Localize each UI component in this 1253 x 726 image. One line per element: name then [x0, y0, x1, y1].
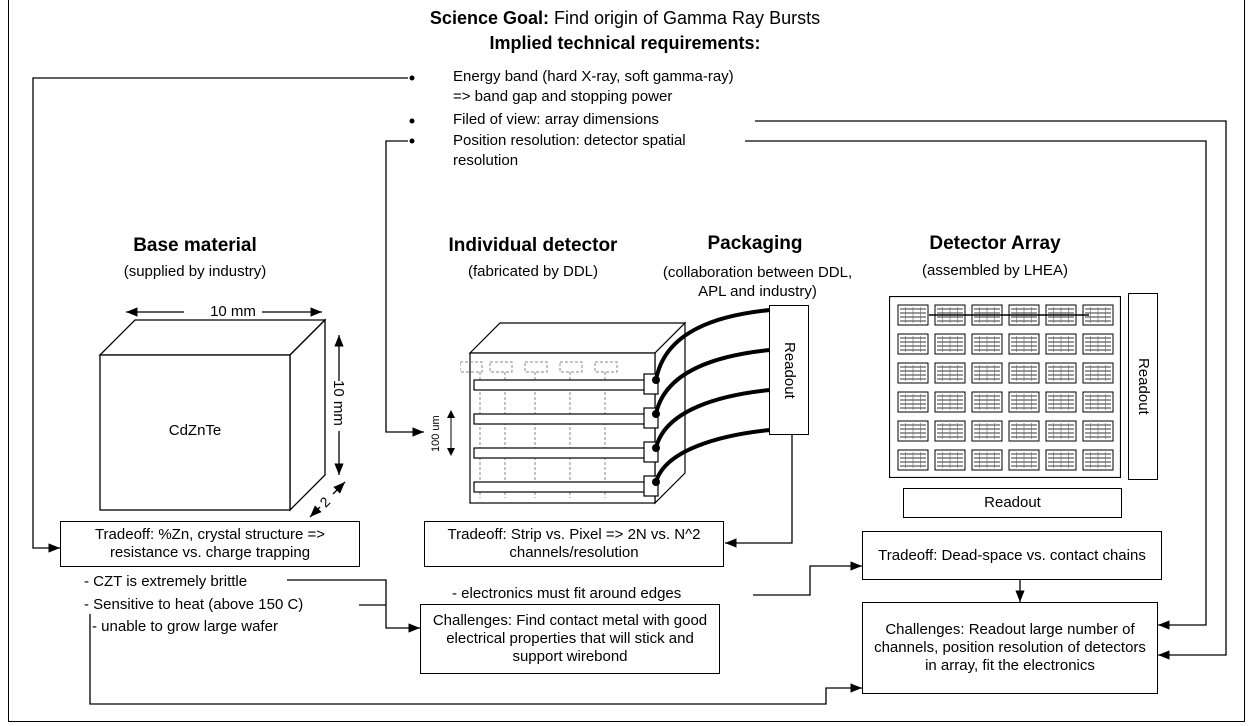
array-tile [897, 391, 929, 413]
array-tile [1045, 449, 1077, 471]
electronics-to-deadspace-arrow [753, 561, 862, 596]
diagram-frame [8, 0, 1245, 722]
array-tile [971, 391, 1003, 413]
pitch-arrow [447, 410, 455, 456]
requirement-energy-band: Energy band (hard X-ray, soft gamma-ray) [453, 68, 734, 85]
array-tile [971, 420, 1003, 442]
pitch-label-text: 100 um [430, 415, 442, 452]
array-tile [934, 304, 966, 326]
crystal-height-label: 10 mm [330, 380, 347, 426]
array-tile [934, 449, 966, 471]
electronics-note: - electronics must fit around edges [452, 585, 686, 603]
cdznte-crystal [98, 307, 346, 518]
individual-detector-subtitle: (fabricated by DDL) [467, 263, 599, 280]
array-tile [897, 304, 929, 326]
science-goal: Science Goal: Find origin of Gamma Ray B… [300, 8, 950, 29]
note-brittle: - CZT is extremely brittle [84, 573, 252, 591]
notes-to-contact-arrow [287, 579, 420, 633]
base-tradeoff-text: Tradeoff: %Zn, crystal structure => resi… [94, 526, 326, 561]
array-tile [897, 449, 929, 471]
readout-challenges-box: Challenges: Readout large number of chan… [862, 602, 1158, 694]
readout-challenges-text: Challenges: Readout large number of chan… [874, 621, 1146, 674]
array-readout-side-box: Readout [1128, 293, 1158, 480]
packaging-title: Packaging [707, 233, 803, 254]
individual-detector-title: Individual detector [448, 235, 618, 256]
detector-array-grid [889, 296, 1121, 478]
requirement-position-resolution: Position resolution: detector spatial [453, 132, 686, 149]
crystal-width-label: 10 mm [210, 303, 256, 320]
array-tile [1008, 333, 1040, 355]
array-tile [1045, 333, 1077, 355]
contact-metal-challenges-text: Challenges: Find contact metal with good… [432, 612, 708, 665]
array-tile [1008, 449, 1040, 471]
array-tile [1045, 420, 1077, 442]
energy-to-base-arrow [32, 77, 408, 553]
array-tile [1045, 362, 1077, 384]
science-goal-text: Find origin of Gamma Ray Bursts [548, 8, 821, 28]
array-tile [1045, 391, 1077, 413]
array-tile [971, 362, 1003, 384]
strip-tradeoff-text: Tradeoff: Strip vs. Pixel => 2N vs. N^2 … [447, 526, 701, 561]
array-tile [1008, 391, 1040, 413]
packaging-subtitle-2: APL and industry) [698, 283, 817, 300]
packaging-wires [652, 308, 771, 486]
note-wafer: - unable to grow large wafer [92, 618, 278, 636]
requirement-field-of-view: Filed of view: array dimensions [453, 111, 659, 128]
fov-to-challenges-arrow [755, 120, 1227, 660]
crystal-label: CdZnTe [168, 422, 222, 439]
array-tile [971, 449, 1003, 471]
array-readout-side-label: Readout [1135, 358, 1152, 415]
requirement-position-resolution-cont: resolution [453, 152, 519, 169]
array-tile [1082, 333, 1114, 355]
requirement-bullets [409, 75, 415, 144]
array-readout-bottom-box: Readout [903, 488, 1122, 518]
base-material-title: Base material [133, 235, 257, 256]
array-tile [934, 391, 966, 413]
detector-array-subtitle: (assembled by LHEA) [922, 262, 1068, 279]
readout-to-strip-arrow [725, 435, 793, 548]
array-tile [934, 362, 966, 384]
array-tile [1008, 362, 1040, 384]
packaging-readout-label: Readout [781, 341, 798, 399]
array-tile [897, 420, 929, 442]
base-tradeoff-box: Tradeoff: %Zn, crystal structure => resi… [60, 521, 360, 567]
position-to-challenges-arrow [745, 140, 1207, 630]
array-tile [897, 362, 929, 384]
packaging-readout-box: Readout [769, 305, 809, 435]
requirements-title: Implied technical requirements: [489, 33, 761, 53]
array-tile [1082, 420, 1114, 442]
note-heat: - Sensitive to heat (above 150 C) [84, 596, 308, 614]
base-material-subtitle: (supplied by industry) [123, 263, 267, 280]
requirement-energy-band-detail: => band gap and stopping power [453, 88, 673, 105]
strip-tradeoff-box: Tradeoff: Strip vs. Pixel => 2N vs. N^2 … [424, 521, 724, 567]
contact-metal-challenges-box: Challenges: Find contact metal with good… [420, 604, 720, 674]
array-tile [897, 333, 929, 355]
packaging-subtitle-1: (collaboration between DDL, [662, 264, 853, 281]
array-tile [971, 333, 1003, 355]
deadspace-tradeoff-box: Tradeoff: Dead-space vs. contact chains [862, 531, 1162, 580]
science-goal-label: Science Goal: [429, 8, 549, 28]
wafer-to-challenges-arrow [89, 605, 862, 705]
array-tile [1082, 391, 1114, 413]
array-tile [934, 420, 966, 442]
array-tile [1082, 304, 1114, 326]
deadspace-tradeoff-text: Tradeoff: Dead-space vs. contact chains [878, 546, 1146, 564]
detector-array-title: Detector Array [929, 233, 1061, 254]
array-tile [1008, 420, 1040, 442]
array-tile [1082, 362, 1114, 384]
array-readout-bottom-label: Readout [984, 494, 1041, 511]
array-tile [934, 333, 966, 355]
array-tile [1082, 449, 1114, 471]
position-to-detector-arrow [385, 140, 424, 437]
